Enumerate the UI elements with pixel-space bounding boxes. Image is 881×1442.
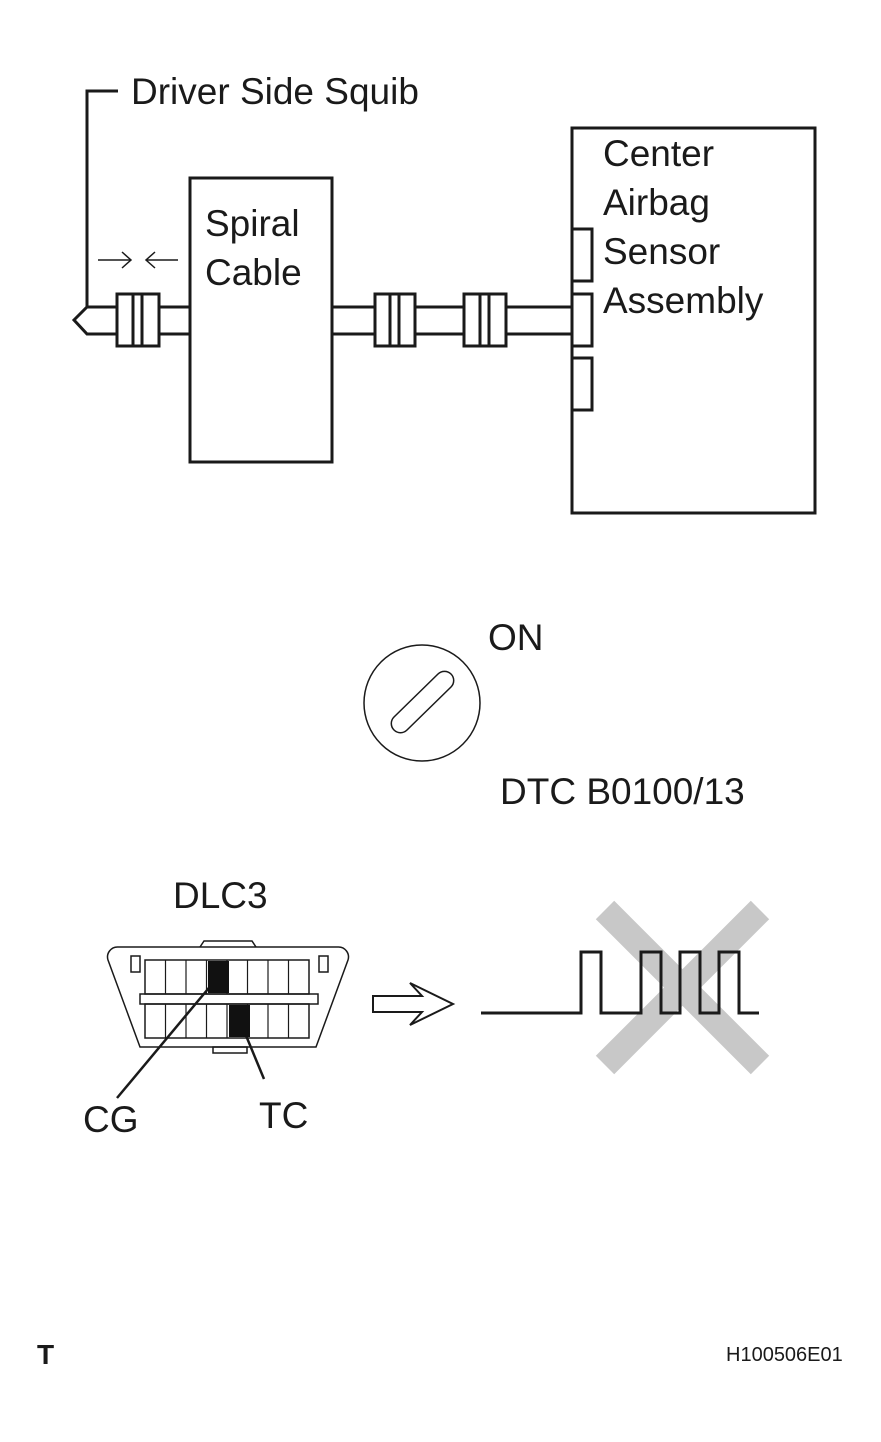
figure-id: H100506E01: [726, 1344, 843, 1366]
spiral-cable-label-line2: Cable: [205, 252, 302, 293]
driver-side-squib-label: Driver Side Squib: [131, 71, 419, 112]
center-airbag-label-line2: Airbag: [603, 182, 710, 223]
intermediate-connector-2: [462, 292, 508, 348]
intermediate-connector-1: [373, 292, 417, 348]
corner-letter: T: [37, 1339, 55, 1370]
squib-connector: [115, 292, 161, 348]
center-airbag-label-line4: Assembly: [603, 280, 764, 321]
center-airbag-label-line1: Center: [603, 133, 715, 174]
sensor-connector-2: [570, 292, 594, 348]
ignition-on-label: ON: [488, 617, 544, 658]
sensor-connector-3: [570, 356, 594, 412]
outline-right-arrow-icon: [372, 982, 456, 1026]
squib-leader-line: [85, 89, 118, 307]
cg-terminal-label: CG: [83, 1099, 139, 1140]
dlc3-connector: [106, 940, 350, 1054]
disconnect-arrows-icon: [98, 251, 178, 269]
cg-terminal-highlight: [208, 961, 229, 993]
dtc-waveform: [481, 950, 759, 1015]
spiral-cable-label-line1: Spiral: [205, 203, 300, 244]
cg-leader-line: [116, 976, 219, 1099]
tc-terminal-highlight: [229, 1005, 250, 1037]
center-airbag-label-line3: Sensor: [603, 231, 721, 272]
sensor-connector-1: [570, 227, 594, 283]
tc-terminal-label: TC: [259, 1095, 309, 1136]
dtc-code-label: DTC B0100/13: [500, 771, 745, 812]
blink-pattern-crossed-out-icon: [481, 900, 770, 1075]
ignition-key-icon: [363, 644, 481, 762]
dlc3-label: DLC3: [173, 875, 268, 916]
spiral-cable-box: [188, 176, 334, 464]
